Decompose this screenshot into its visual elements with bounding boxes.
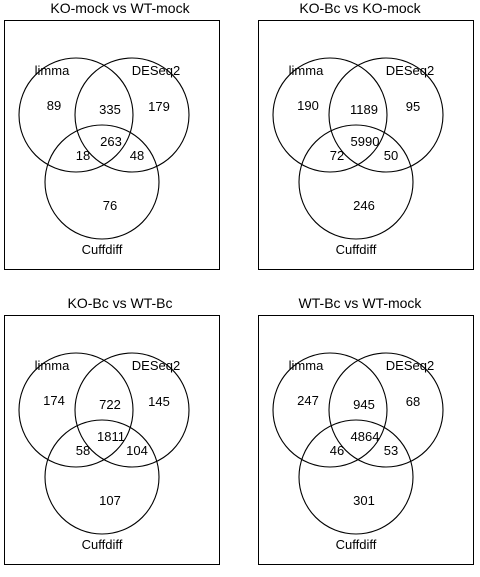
panel-frame [258,20,474,270]
region-deseq2-only: 179 [148,99,170,114]
region-all-three: 1811 [97,429,125,444]
region-cuffdiff-only: 246 [353,198,375,213]
region-deseq2-cuffdiff: 50 [384,148,398,163]
panel-title: KO-Bc vs WT-Bc [67,295,173,311]
label-limma: limma [289,63,324,78]
circle-cuffdiff [44,419,160,535]
label-cuffdiff: Cuffdiff [82,537,123,552]
circle-limma [272,352,388,468]
panel-title: KO-mock vs WT-mock [50,0,190,16]
label-deseq2: DESeq2 [132,358,180,373]
label-limma: limma [289,358,324,373]
region-deseq2-only: 68 [406,394,420,409]
label-deseq2: DESeq2 [386,358,434,373]
venn-diagram: limma DESeq2 Cuffdiff 89 335 179 263 18 … [18,57,190,257]
region-limma-cuffdiff: 46 [330,443,344,458]
region-limma-only: 190 [297,98,319,113]
region-all-three: 5990 [351,134,380,149]
label-limma: limma [35,63,70,78]
circle-cuffdiff [298,419,414,535]
venn-diagram: limma DESeq2 Cuffdiff 247 945 68 4864 46… [272,352,444,552]
circle-deseq2 [328,57,444,173]
label-cuffdiff: Cuffdiff [82,242,123,257]
region-deseq2-cuffdiff: 53 [384,443,398,458]
region-limma-deseq2: 945 [353,397,375,412]
circle-cuffdiff [298,124,414,240]
circle-deseq2 [328,352,444,468]
label-deseq2: DESeq2 [386,63,434,78]
region-limma-deseq2: 722 [99,397,121,412]
label-limma: limma [35,358,70,373]
region-limma-only: 89 [47,98,61,113]
circle-cuffdiff [44,124,160,240]
region-cuffdiff-only: 76 [103,198,117,213]
label-deseq2: DESeq2 [132,63,180,78]
circle-limma [272,57,388,173]
region-deseq2-cuffdiff: 104 [126,443,148,458]
region-deseq2-only: 145 [148,394,170,409]
region-limma-only: 174 [43,393,65,408]
region-deseq2-only: 95 [406,99,420,114]
label-cuffdiff: Cuffdiff [336,242,377,257]
circle-deseq2 [74,57,190,173]
region-limma-cuffdiff: 18 [76,148,90,163]
region-cuffdiff-only: 301 [353,493,375,508]
region-limma-cuffdiff: 58 [76,443,90,458]
venn-panel-ko-bc-vs-ko-mock: KO-Bc vs KO-mock limma DESeq2 Cuffdiff 1… [240,0,480,282]
region-deseq2-cuffdiff: 48 [130,148,144,163]
region-limma-cuffdiff: 72 [330,148,344,163]
panel-title: WT-Bc vs WT-mock [298,295,422,311]
circle-limma [18,352,134,468]
region-all-three: 263 [100,134,122,149]
label-cuffdiff: Cuffdiff [336,537,377,552]
region-limma-only: 247 [297,393,319,408]
region-all-three: 4864 [351,429,380,444]
panel-title: KO-Bc vs KO-mock [299,0,421,16]
circle-deseq2 [74,352,190,468]
venn-panel-ko-mock-vs-wt-mock: KO-mock vs WT-mock limma DESeq2 Cuffdiff… [0,0,240,282]
region-limma-deseq2: 335 [99,102,121,117]
panel-frame [4,20,220,270]
venn-panel-wt-bc-vs-wt-mock: WT-Bc vs WT-mock limma DESeq2 Cuffdiff 2… [240,295,480,577]
venn-diagram: limma DESeq2 Cuffdiff 174 722 145 1811 5… [18,352,190,552]
venn-panel-ko-bc-vs-wt-bc: KO-Bc vs WT-Bc limma DESeq2 Cuffdiff 174… [0,295,240,577]
circle-limma [18,57,134,173]
venn-diagram: limma DESeq2 Cuffdiff 190 1189 95 5990 7… [272,57,444,257]
region-limma-deseq2: 1189 [350,102,378,117]
region-cuffdiff-only: 107 [99,493,121,508]
